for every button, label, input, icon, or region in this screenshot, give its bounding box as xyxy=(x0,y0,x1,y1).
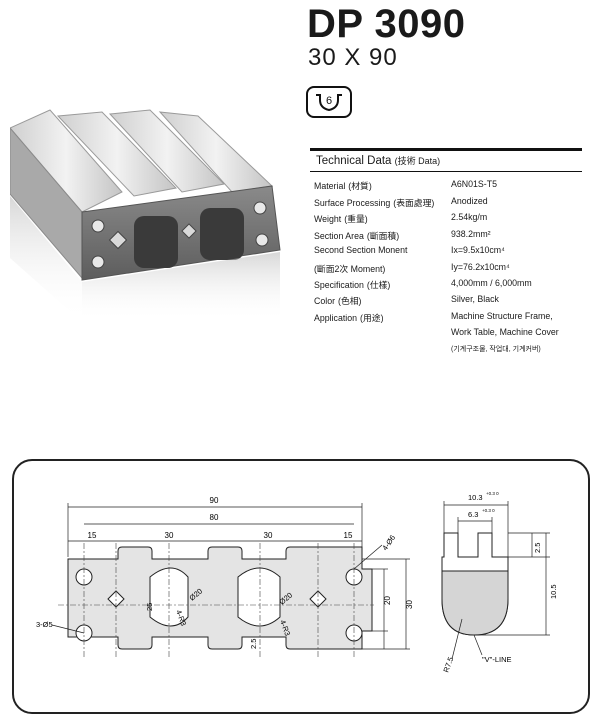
dim-20-vertical: 20 xyxy=(383,596,392,605)
tech-row-value: A6N01S-T5 xyxy=(451,179,497,189)
tech-row-value: 4,000mm / 6,000mm xyxy=(451,278,532,288)
tech-row-label: Color(色相) xyxy=(314,294,361,307)
tech-label-text: Weight xyxy=(314,214,342,224)
v-line-label: "V"-LINE xyxy=(482,655,512,664)
dim-10-3: 10.3 xyxy=(468,493,483,502)
tech-label-text: Second Section Monent xyxy=(314,245,408,255)
tech-row-value: Ix=9.5x10cm⁴ xyxy=(451,245,505,255)
dim-30-left: 30 xyxy=(165,531,174,540)
tech-label-sub: (表面處理) xyxy=(393,198,435,208)
tech-row-label: Weight(重量) xyxy=(314,212,368,225)
dim-90: 90 xyxy=(210,496,219,505)
tech-row-label: Material(材質) xyxy=(314,179,372,192)
dim-25: 25 xyxy=(145,603,154,611)
tech-label-text: Surface Processing xyxy=(314,198,391,208)
tech-row-value: Iy=76.2x10cm⁴ xyxy=(451,262,510,272)
tech-row-value: Silver, Black xyxy=(451,294,499,304)
svg-text:6: 6 xyxy=(326,95,332,107)
dim-2-5-profile: 2.5 xyxy=(249,639,258,649)
tech-label-text: Material xyxy=(314,181,346,191)
tech-label-sub: (材質) xyxy=(348,181,372,191)
tech-row-value: Machine Structure Frame, xyxy=(451,311,553,321)
product-title: DP 3090 xyxy=(307,2,466,46)
tech-row-value: Anodized xyxy=(451,196,488,206)
tech-row-label: Section Area(斷面積) xyxy=(314,229,399,242)
dim-r7-5: R7.5 xyxy=(441,656,455,674)
tech-row-value: Work Table, Machine Cover xyxy=(451,327,559,337)
technical-data-table: Technical Data (技術 Data) xyxy=(310,148,582,172)
tech-label-text: Application xyxy=(314,313,358,323)
product-subtitle: 30 X 90 xyxy=(308,44,398,71)
slot-6-icon: 6 xyxy=(306,86,352,118)
tech-label-sub: (色相) xyxy=(338,296,362,306)
tech-label-text: Section Area xyxy=(314,231,364,241)
dim-6-3-tolerance: +0.3 0 xyxy=(482,508,495,513)
tech-row-label: (斷面2次 Moment) xyxy=(314,262,388,275)
technical-drawing: 90 80 15 30 30 15 4-Ø6 3-Ø5 Ø20 Ø20 25 4… xyxy=(36,491,558,674)
tech-row-label xyxy=(314,344,317,354)
dim-30-right: 30 xyxy=(264,531,273,540)
technical-data-heading: Technical Data (技術 Data) xyxy=(310,148,582,172)
tech-label-text: Specification xyxy=(314,280,364,290)
dim-80: 80 xyxy=(210,513,219,522)
dim-10-3-tolerance: +0.3 0 xyxy=(486,491,499,496)
dim-4-d6: 4-Ø6 xyxy=(380,533,397,552)
slot-dimension-lines xyxy=(443,501,550,660)
dim-6-3: 6.3 xyxy=(468,510,478,519)
dim-15-left: 15 xyxy=(88,531,97,540)
tech-label-text: Color xyxy=(314,296,336,306)
tech-row-label: Surface Processing(表面處理) xyxy=(314,196,434,209)
tech-row-label: Second Section Monent xyxy=(314,245,410,255)
tech-label-sub: (用途) xyxy=(360,313,384,323)
technical-drawing-frame xyxy=(12,459,590,714)
tech-label-sub: (重量) xyxy=(344,214,368,224)
dim-10-5: 10.5 xyxy=(549,584,558,599)
dim-2-5-slot: 2.5 xyxy=(533,543,542,553)
dim-15-right: 15 xyxy=(344,531,353,540)
dim-30-vertical: 30 xyxy=(405,600,414,609)
tech-row-value: (기계구조물, 작업대, 기계커버) xyxy=(451,346,541,353)
dimension-lines xyxy=(51,503,410,650)
profile-photo xyxy=(10,109,281,322)
tech-row-label: Specification(仕樣) xyxy=(314,278,390,291)
tech-label-sub: (仕樣) xyxy=(366,280,391,290)
tech-row-label xyxy=(314,327,317,337)
center-lines xyxy=(58,543,374,659)
tech-row-value: 2.54kg/m xyxy=(451,212,488,222)
tech-label-sub: (斷面積) xyxy=(366,231,400,241)
tech-row-value: 938.2mm² xyxy=(451,229,491,239)
dim-3-d5: 3-Ø5 xyxy=(36,620,53,629)
slot-detail xyxy=(441,532,509,636)
tech-row-label: Application(用途) xyxy=(314,311,384,324)
tech-label-text: (斷面2次 Moment) xyxy=(314,264,386,274)
